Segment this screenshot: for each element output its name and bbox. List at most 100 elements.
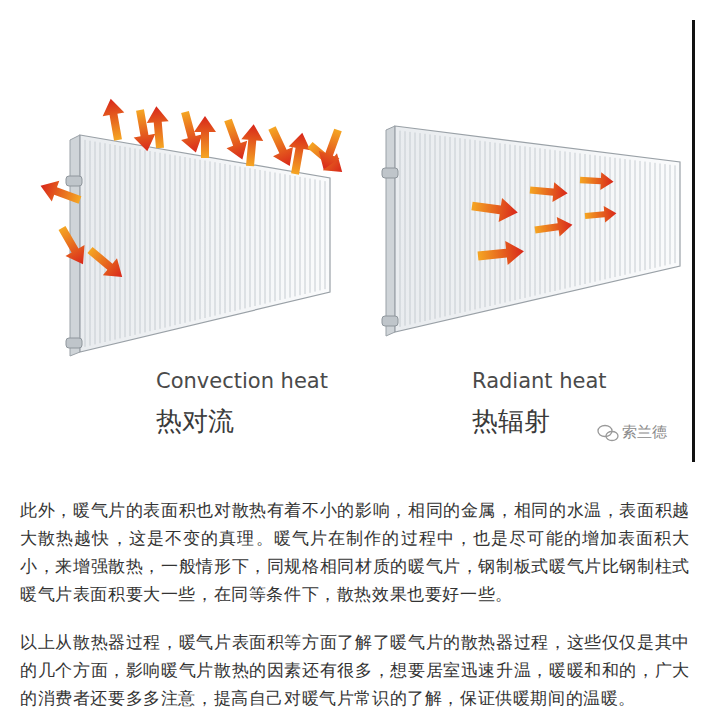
radiator-fin xyxy=(225,164,226,313)
radiator-fin xyxy=(85,140,86,347)
radiator-fin xyxy=(495,143,496,305)
divider-rule xyxy=(692,20,695,462)
radiator-fin xyxy=(485,141,486,307)
caption-english: Convection heat xyxy=(156,369,328,393)
radiator-fin xyxy=(255,169,256,306)
radiator-fin xyxy=(660,163,661,266)
radiator-fin xyxy=(600,156,601,281)
radiator-fin xyxy=(455,138,456,315)
radiator-fin xyxy=(595,155,596,281)
radiator-fin xyxy=(510,145,511,302)
radiator-fin xyxy=(125,147,126,337)
radiator-fin xyxy=(135,148,136,334)
radiator-fin xyxy=(235,166,236,311)
radiator-fin xyxy=(315,179,316,291)
radiator-fin xyxy=(575,153,576,287)
radiator-fin xyxy=(215,162,216,315)
radiator-fin xyxy=(465,139,466,312)
radiator-fin xyxy=(280,173,281,300)
radiator-fin xyxy=(665,164,666,265)
radiator-fin xyxy=(185,157,186,323)
radiator-fin xyxy=(260,170,261,305)
radiator-fin xyxy=(165,154,166,328)
radiator-fin xyxy=(270,172,271,303)
radiator-fin xyxy=(100,142,101,343)
radiator-fin xyxy=(265,171,266,304)
radiator-fin xyxy=(535,148,536,296)
radiator-fin xyxy=(590,155,591,283)
radiator-fin xyxy=(440,136,441,318)
radiator-fin xyxy=(95,142,96,345)
convection-arrows xyxy=(37,97,349,286)
radiator-fin xyxy=(200,160,201,320)
radiator-fin xyxy=(130,148,131,336)
radiator-fin xyxy=(230,165,231,312)
radiator-fin xyxy=(655,163,656,268)
radiator-fin xyxy=(275,173,276,302)
radiator-fin xyxy=(445,136,446,316)
caption-chinese: 热辐射 xyxy=(472,404,550,439)
radiator-fin xyxy=(550,150,551,293)
radiator-fin xyxy=(320,180,321,290)
radiator-fin xyxy=(150,151,151,331)
radiator-fin xyxy=(505,144,506,303)
radiator-fin xyxy=(430,134,431,319)
radiator-fin xyxy=(285,174,286,299)
radiator-fin xyxy=(325,181,326,289)
radiator-fin xyxy=(415,133,416,324)
radiator-fin xyxy=(585,154,586,284)
radiator-fin xyxy=(565,151,566,288)
radiator-fin xyxy=(400,131,401,327)
wechat-icon xyxy=(598,426,618,441)
radiator-fin xyxy=(580,153,581,285)
radiator-fin xyxy=(190,158,191,322)
radiator-fin xyxy=(450,137,451,315)
radiator-fin xyxy=(220,163,221,314)
radiator-fin xyxy=(470,139,471,310)
radiator-fin xyxy=(670,165,671,265)
radiator-fin xyxy=(640,161,641,271)
radiator-fin xyxy=(500,143,501,303)
radiator-fin xyxy=(545,149,546,293)
radiator-right xyxy=(382,126,680,336)
radiator-fin xyxy=(170,154,171,326)
body-paragraph: 以上从散热器过程，暖气片表面积等方面了解了暖气片的散热器过程，这些仅仅是其中的几… xyxy=(20,629,690,713)
radiator-fin xyxy=(310,179,311,293)
radiator-fin xyxy=(635,160,636,272)
radiator-fin xyxy=(180,156,181,324)
radiator-fin xyxy=(160,153,161,329)
radiator-fin xyxy=(210,161,211,316)
radiator-fin xyxy=(205,161,206,319)
radiator-fin xyxy=(250,168,251,307)
radiator-fin xyxy=(630,160,631,274)
radiator-fin xyxy=(405,131,406,325)
radiator-fin xyxy=(305,178,306,294)
radiator-fin xyxy=(425,134,426,321)
radiator-fin xyxy=(300,177,301,295)
radiator-fin xyxy=(570,152,571,287)
radiator-fin xyxy=(480,141,481,309)
radiator-fin xyxy=(520,146,521,299)
radiator-fin xyxy=(175,155,176,325)
radiator-fin xyxy=(420,133,421,322)
radiator-fin xyxy=(475,140,476,309)
radiator-fin xyxy=(240,167,241,310)
radiator-left xyxy=(66,135,330,356)
radiator-fin xyxy=(115,145,116,340)
radiator-fin xyxy=(410,132,411,325)
radiator-fin xyxy=(620,158,621,275)
radiator-fin xyxy=(650,162,651,269)
radiator-fin xyxy=(140,149,141,333)
radiator-fin xyxy=(90,141,91,346)
radiator-fin xyxy=(155,152,156,330)
radiator-fin xyxy=(615,158,616,277)
radiator-fin xyxy=(105,143,106,342)
radiator-fin xyxy=(515,145,516,300)
radiator-fin xyxy=(145,150,146,332)
radiator-fin xyxy=(295,176,296,296)
radiator-fin xyxy=(490,142,491,306)
radiator-fin xyxy=(195,159,196,321)
radiator-fin xyxy=(525,146,526,297)
body-paragraph: 此外，暖气片的表面积也对散热有着不小的影响，相同的金属，相同的水温，表面积越大散… xyxy=(20,497,690,609)
